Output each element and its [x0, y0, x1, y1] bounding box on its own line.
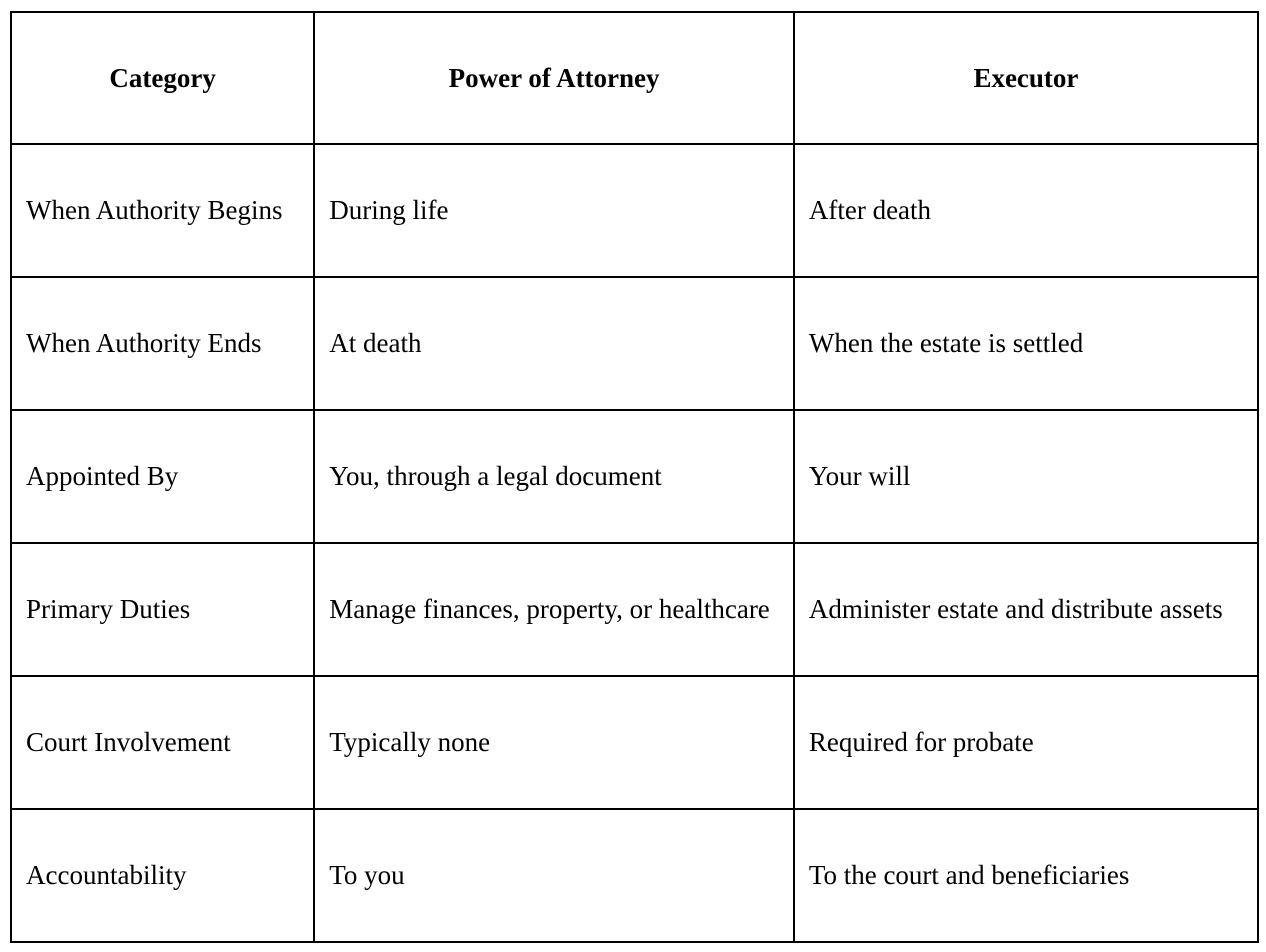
table-row: Accountability To you To the court and b…: [9, 808, 1260, 943]
executor-cell: Required for probate: [792, 675, 1260, 810]
category-cell: Court Involvement: [9, 675, 316, 810]
header-power-of-attorney: Power of Attorney: [313, 11, 795, 145]
table-row: Court Involvement Typically none Require…: [9, 675, 1260, 810]
header-executor: Executor: [792, 11, 1260, 145]
poa-cell: During life: [313, 143, 795, 278]
poa-cell: To you: [313, 808, 795, 943]
header-row: Category Power of Attorney Executor: [9, 11, 1260, 145]
poa-cell: At death: [313, 276, 795, 411]
executor-cell: After death: [792, 143, 1260, 278]
executor-cell: Administer estate and distribute assets: [792, 542, 1260, 677]
category-cell: When Authority Ends: [9, 276, 316, 411]
poa-cell: Manage finances, property, or healthcare: [313, 542, 795, 677]
table-row: Primary Duties Manage finances, property…: [9, 542, 1260, 677]
category-cell: Accountability: [9, 808, 316, 943]
executor-cell: Your will: [792, 409, 1260, 544]
category-cell: When Authority Begins: [9, 143, 316, 278]
table-row: Appointed By You, through a legal docume…: [9, 409, 1260, 544]
executor-cell: When the estate is settled: [792, 276, 1260, 411]
table-row: When Authority Ends At death When the es…: [9, 276, 1260, 411]
table-row: When Authority Begins During life After …: [9, 143, 1260, 278]
header-category: Category: [9, 11, 316, 145]
executor-cell: To the court and beneficiaries: [792, 808, 1260, 943]
comparison-table: Category Power of Attorney Executor When…: [9, 11, 1260, 943]
poa-cell: Typically none: [313, 675, 795, 810]
category-cell: Primary Duties: [9, 542, 316, 677]
category-cell: Appointed By: [9, 409, 316, 544]
poa-cell: You, through a legal document: [313, 409, 795, 544]
